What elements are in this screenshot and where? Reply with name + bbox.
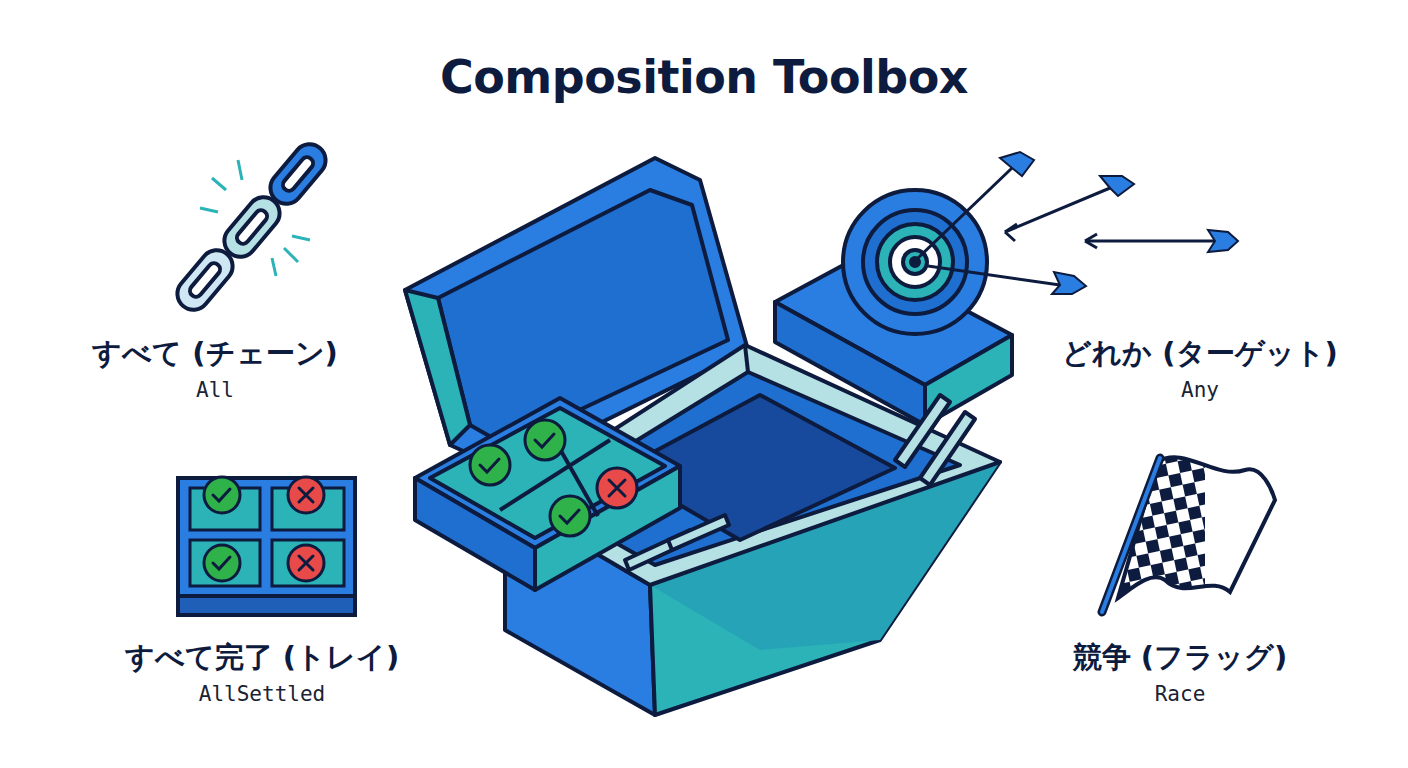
tray-checks: [470, 420, 637, 536]
diagram-title: Composition Toolbox: [440, 50, 968, 104]
japanese-label: すべて (チェーン): [92, 334, 338, 374]
api-name: AllSettled: [199, 682, 325, 706]
api-name: Race: [1155, 682, 1206, 706]
toolbox: [405, 158, 1012, 715]
api-name: Any: [1181, 378, 1219, 402]
japanese-label: 競争 (フラッグ): [1073, 638, 1288, 678]
chain-icon: [171, 138, 332, 317]
flag-icon: [1102, 455, 1275, 615]
japanese-label: どれか (ターゲット): [1062, 334, 1338, 374]
api-name: All: [196, 378, 234, 402]
arrows: [918, 152, 1238, 294]
japanese-label: すべて完了 (トレイ): [125, 638, 400, 678]
tray-icon: [178, 477, 355, 615]
